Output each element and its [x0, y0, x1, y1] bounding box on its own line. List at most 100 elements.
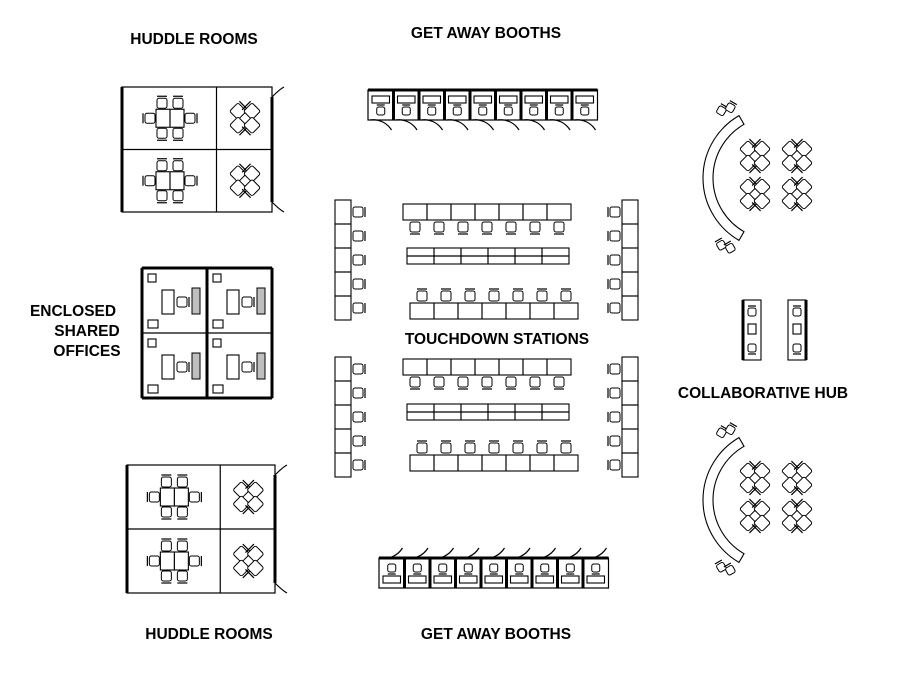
- workstation-row: [409, 454, 579, 472]
- chair: [352, 411, 366, 423]
- chair-seat: [739, 462, 757, 480]
- chair-seat: [464, 290, 476, 302]
- chair-seat: [609, 363, 621, 375]
- booth-desk: [382, 575, 402, 584]
- workstation-row: [402, 203, 572, 221]
- chair: [751, 154, 771, 174]
- chair: [176, 361, 190, 373]
- chair: [739, 460, 759, 480]
- chair-seat: [172, 190, 184, 202]
- chair: [245, 559, 264, 579]
- chair: [725, 100, 738, 114]
- chair-seat: [725, 564, 736, 576]
- chair: [172, 158, 184, 172]
- chair-seat: [795, 476, 813, 494]
- chair: [352, 459, 366, 471]
- chair-seat: [716, 105, 727, 117]
- chair-seat: [427, 106, 437, 116]
- chair: [751, 498, 771, 518]
- chair-seat: [781, 140, 799, 158]
- chair: [233, 559, 252, 579]
- workstation-row: [409, 302, 579, 320]
- chair-seat: [233, 495, 250, 513]
- chair-seat: [725, 102, 736, 114]
- chair: [409, 221, 421, 235]
- chair-seat: [464, 442, 476, 454]
- chair: [172, 190, 184, 204]
- label-touchdown-stations: TOUCHDOWN STATIONS: [405, 331, 589, 348]
- chair-seat: [440, 290, 452, 302]
- chair-back: [751, 498, 762, 509]
- chair-back: [729, 100, 738, 106]
- chair: [229, 100, 249, 120]
- chair: [464, 440, 476, 454]
- chair: [156, 190, 168, 204]
- chair: [352, 302, 366, 314]
- booth-desk: [509, 575, 529, 584]
- chair-back: [714, 237, 723, 243]
- chair: [245, 543, 264, 563]
- chair: [438, 563, 448, 575]
- chair: [793, 176, 813, 196]
- booth-door: [522, 119, 546, 131]
- door-swing: [271, 201, 285, 213]
- lounge-set: [781, 176, 813, 212]
- chair-seat: [609, 254, 621, 266]
- label-get-away-booths-top: GET AWAY BOOTHS: [411, 25, 561, 42]
- touchdown-stations: [334, 199, 639, 478]
- booth-door: [497, 119, 520, 131]
- chair: [560, 440, 572, 454]
- curved-bench: [702, 114, 745, 242]
- storage-cabinet: [212, 273, 222, 283]
- chair-seat: [609, 459, 621, 471]
- chair-seat: [352, 278, 364, 290]
- chair-seat: [739, 500, 757, 518]
- chair-seat: [560, 442, 572, 454]
- chair-seat: [144, 112, 156, 124]
- chair-seat: [753, 154, 771, 172]
- chair-seat: [433, 221, 445, 233]
- chair-back: [245, 543, 255, 554]
- booth-door: [369, 119, 393, 131]
- lounge-set: [781, 460, 813, 496]
- chair-seat: [795, 140, 813, 158]
- chair-seat: [795, 514, 813, 532]
- lounge-set: [739, 460, 771, 496]
- booth-desk: [524, 95, 544, 104]
- booth-desk: [458, 575, 478, 584]
- chair: [352, 387, 366, 399]
- label-shared: SHARED: [54, 323, 119, 340]
- chair-seat: [233, 545, 250, 563]
- lounge-set: [229, 100, 261, 136]
- lounge-set: [739, 176, 771, 212]
- door-swing: [271, 86, 285, 98]
- booth-door: [548, 119, 571, 131]
- label-huddle-rooms-top: HUDDLE ROOMS: [130, 31, 257, 48]
- chair-seat: [176, 506, 188, 518]
- chair-seat: [376, 106, 386, 116]
- booth-desk: [447, 95, 467, 104]
- chair: [723, 562, 736, 576]
- label-get-away-booths-bottom: GET AWAY BOOTHS: [421, 626, 571, 643]
- chair-back: [751, 460, 762, 471]
- chair-seat: [609, 278, 621, 290]
- chair-seat: [540, 563, 550, 573]
- chair: [607, 435, 621, 447]
- chair-seat: [512, 442, 524, 454]
- chair-seat: [503, 106, 513, 116]
- chair: [376, 104, 386, 116]
- chair: [781, 176, 801, 196]
- booth-door: [471, 119, 495, 131]
- chair-seat: [416, 290, 428, 302]
- chair: [463, 563, 473, 575]
- chair: [352, 435, 366, 447]
- chair-back: [793, 201, 804, 212]
- chair-seat: [739, 476, 757, 494]
- chair: [792, 305, 802, 317]
- bookshelf: [191, 352, 201, 380]
- chair-seat: [387, 563, 397, 573]
- chair-seat: [553, 221, 565, 233]
- chair-back: [793, 498, 804, 509]
- chair-back: [245, 479, 255, 490]
- chair: [416, 288, 428, 302]
